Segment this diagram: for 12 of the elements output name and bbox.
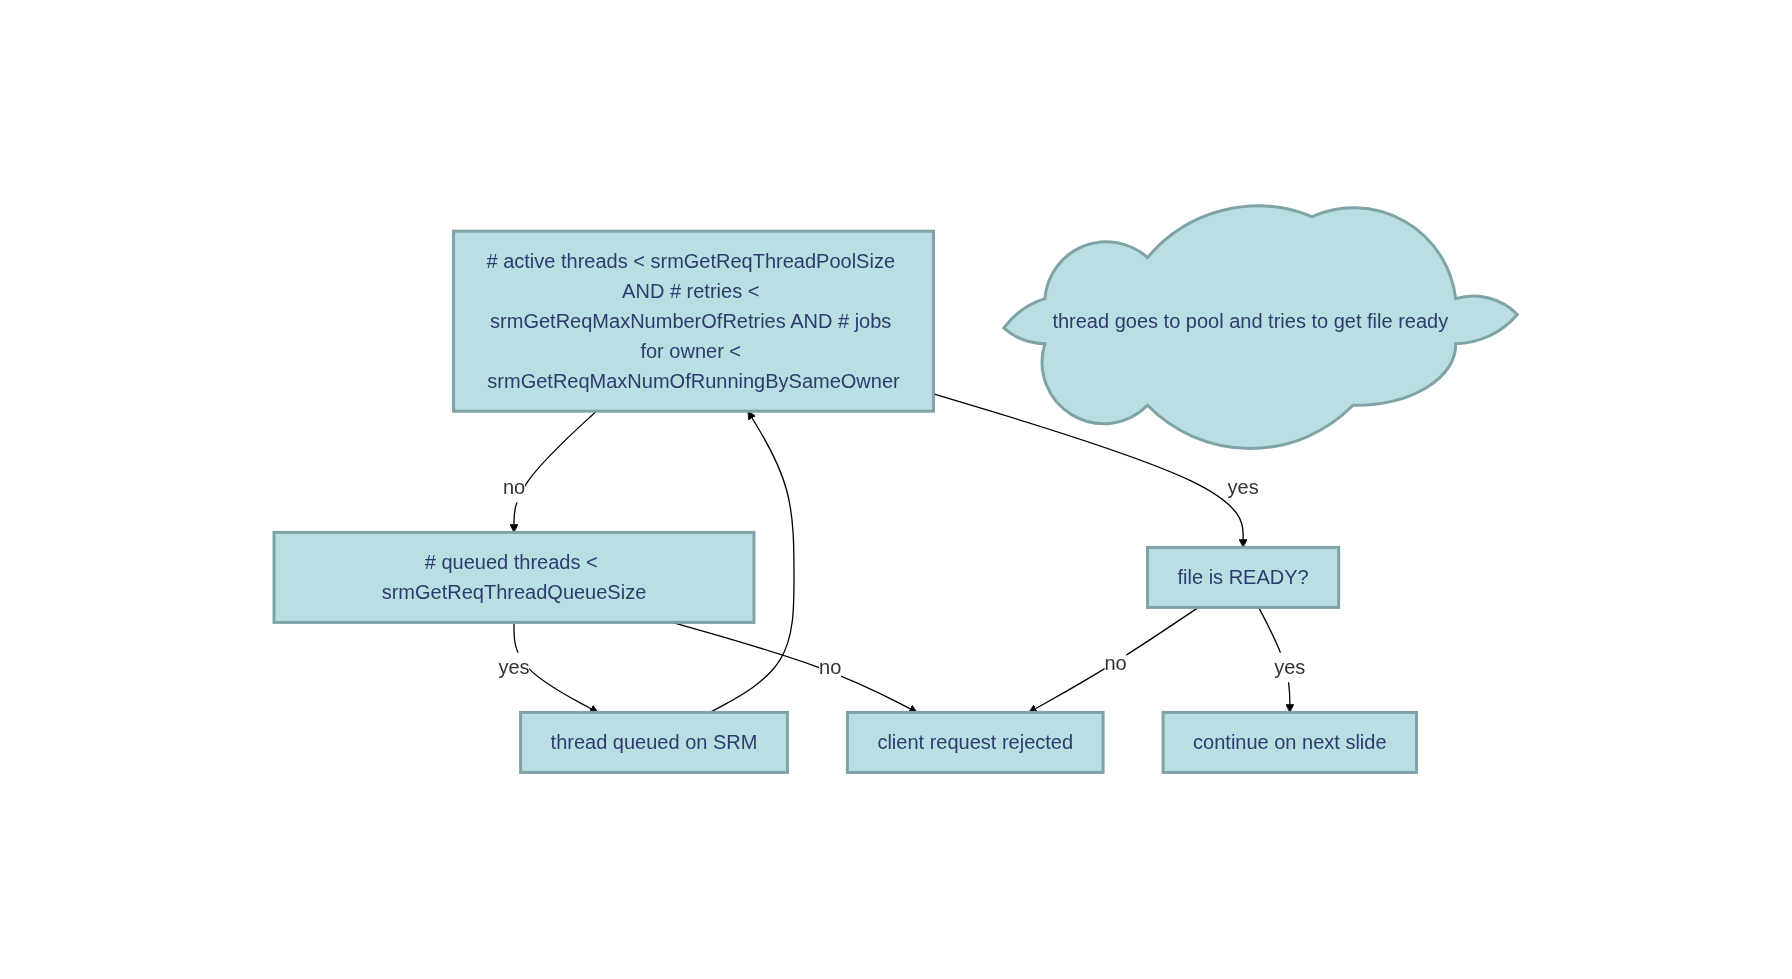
edge-label: yes bbox=[1274, 656, 1306, 679]
node-box: file is READY? bbox=[1146, 546, 1341, 610]
edge-label: yes bbox=[1227, 476, 1260, 499]
node-box: thread queued on SRM bbox=[519, 711, 790, 775]
edge-label: no bbox=[819, 656, 842, 679]
node-box: # active threads < srmGetReqThreadPoolSize AND # retries < srmGetReqMaxNumberOfRetries AND # jobs for owner < srmGetReqMaxNumOfRunningBySameOwner bbox=[452, 230, 936, 413]
node-box: continue on next slide bbox=[1161, 711, 1419, 775]
node-box: # queued threads < srmGetReqThreadQueueSize bbox=[272, 531, 756, 625]
edge-label: yes bbox=[498, 656, 530, 679]
node-box: client request rejected bbox=[846, 711, 1105, 775]
edge-label: no bbox=[503, 476, 526, 499]
edge-label: no bbox=[1104, 652, 1128, 675]
